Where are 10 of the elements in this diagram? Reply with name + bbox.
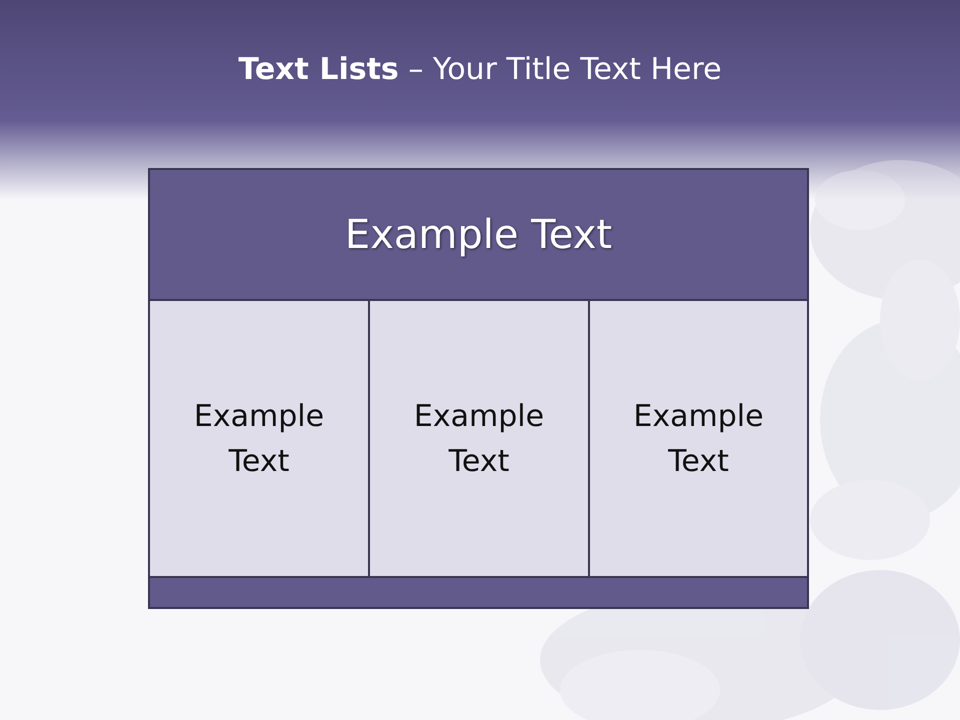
cell-text: Example Text bbox=[412, 398, 546, 480]
text-cell bbox=[148, 299, 370, 578]
footer-bar bbox=[148, 576, 809, 609]
cell-text: Example Text bbox=[344, 210, 614, 260]
slide-title: Text Lists – Your Title Text Here bbox=[238, 52, 722, 87]
header-bar bbox=[148, 168, 809, 301]
text-cell bbox=[368, 299, 590, 578]
cell-text: Example Text bbox=[632, 398, 765, 480]
text-cell bbox=[588, 299, 809, 578]
cell-text: Example Text bbox=[192, 398, 326, 480]
